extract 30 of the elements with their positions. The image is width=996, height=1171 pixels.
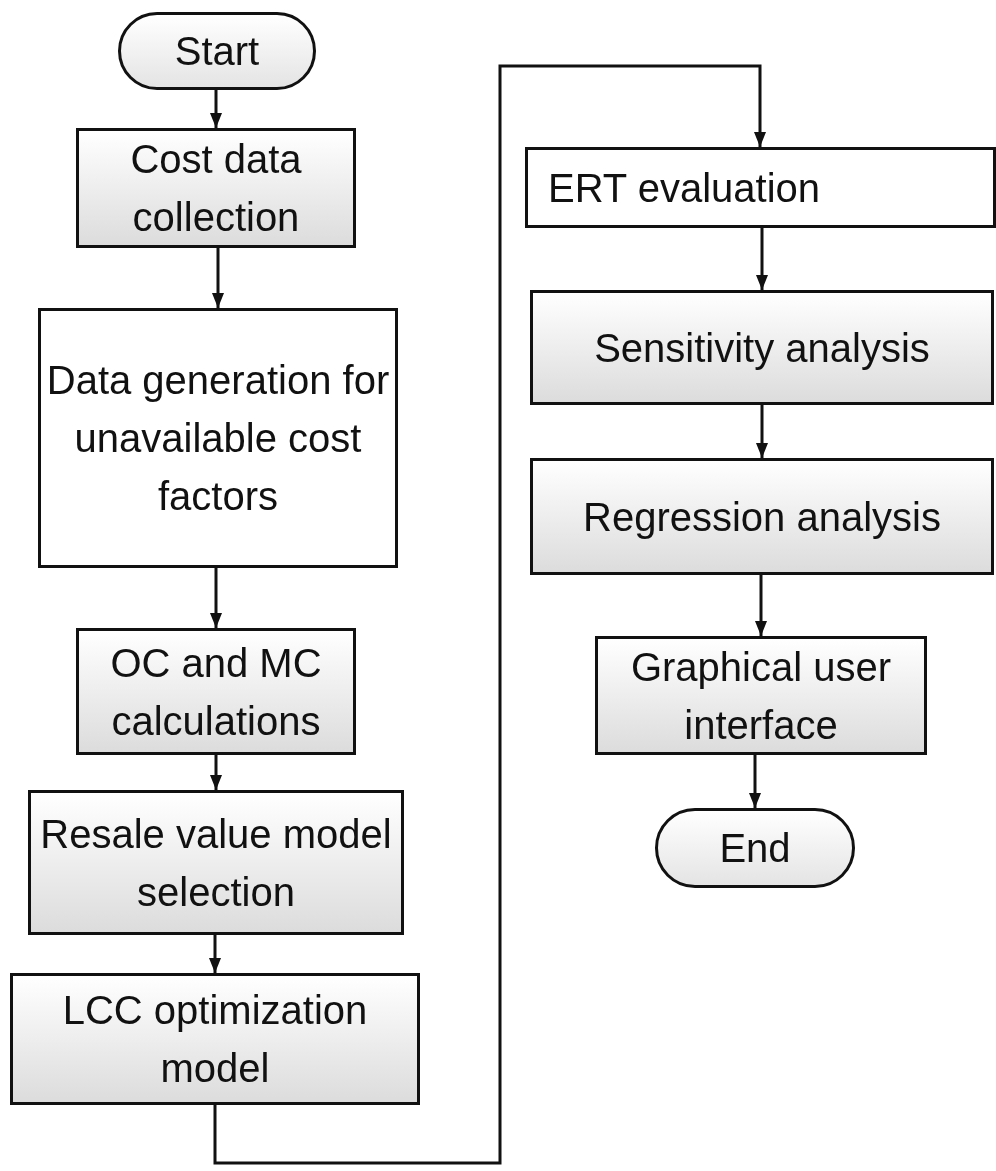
node-label: End [719,825,791,872]
process-box [76,628,356,755]
node-label: Data generation for unavailable cost factors [45,357,391,520]
node-label: Regression analysis [583,493,941,541]
arrow [210,568,222,628]
arrow [213,64,766,1165]
node-label: Graphical user interface [629,643,893,749]
arrow [756,228,768,290]
process-box [525,147,996,228]
arrow [756,405,768,458]
arrow [749,755,761,808]
process-box [28,790,404,935]
arrow [209,935,221,973]
process-box [76,128,356,248]
process-box [595,636,927,755]
node-label: Start [174,28,260,75]
process-box [530,290,994,405]
arrow [210,90,222,128]
process-box [10,973,420,1105]
process-box [530,458,994,575]
arrow [210,755,222,790]
node-label: ERT evaluation [548,164,821,212]
node-label: LCC optimization model [61,987,369,1092]
node-label: OC and MC calculations [109,639,323,745]
node-label: Sensitivity analysis [594,324,930,372]
node-label: Cost data collection [129,136,303,241]
process-box [38,308,398,568]
node-label: Resale value model selection [39,810,393,916]
arrow [212,248,224,308]
arrow [755,575,767,636]
